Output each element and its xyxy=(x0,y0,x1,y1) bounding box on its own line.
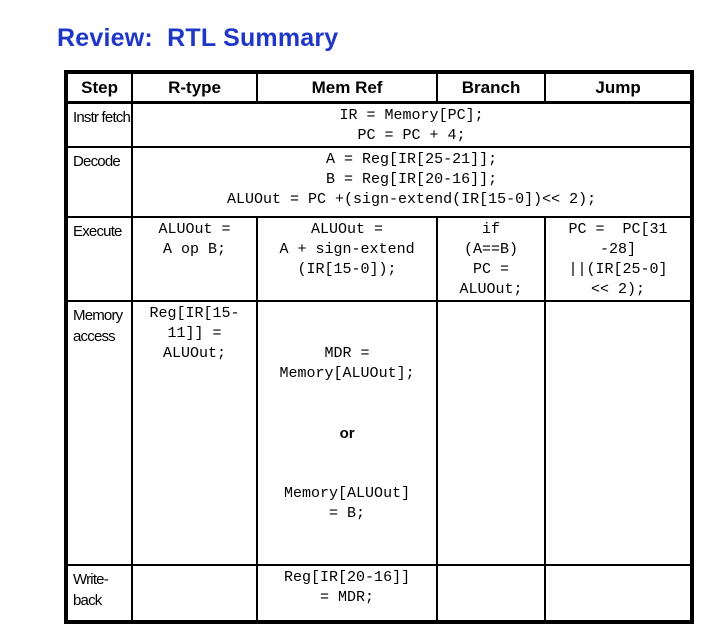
col-header-step: Step xyxy=(64,71,134,104)
col-header-branch: Branch xyxy=(436,71,547,104)
table-row-decode: Decode A = Reg[IR[25-21]]; B = Reg[IR[20… xyxy=(64,145,694,218)
cell-write-back-r-type xyxy=(131,563,259,623)
cell-execute-mem-ref: ALUOut = A + sign-extend (IR[15-0]); xyxy=(256,215,439,302)
cell-write-back-jump xyxy=(544,563,694,623)
step-label-execute: Execute xyxy=(64,215,134,302)
cell-execute-jump: PC = PC[31 -28] ||(IR[25-0] << 2); xyxy=(544,215,694,302)
mem-ref-load-code: MDR = Memory[ALUOut]; xyxy=(279,344,415,382)
cell-memory-access-branch xyxy=(436,299,547,566)
mem-ref-store-code: Memory[ALUOut] = B; xyxy=(284,484,411,522)
col-header-mem-ref: Mem Ref xyxy=(256,71,439,104)
cell-write-back-branch xyxy=(436,563,547,623)
step-label-write-back: Write- back xyxy=(64,563,134,623)
table-row-instr-fetch: Instr fetch IR = Memory[PC]; PC = PC + 4… xyxy=(64,101,694,148)
step-label-decode: Decode xyxy=(64,145,134,218)
table-row-write-back: Write- back Reg[IR[20-16]] = MDR; xyxy=(64,563,694,623)
cell-memory-access-r-type: Reg[IR[15- 11]] = ALUOut; xyxy=(131,299,259,566)
cell-instr-fetch-all-types: IR = Memory[PC]; PC = PC + 4; xyxy=(131,101,694,148)
header-row: Step R-type Mem Ref Branch Jump xyxy=(64,71,694,104)
cell-memory-access-mem-ref: MDR = Memory[ALUOut]; or Memory[ALUOut] … xyxy=(256,299,439,566)
cell-write-back-mem-ref: Reg[IR[20-16]] = MDR; xyxy=(256,563,439,623)
col-header-r-type: R-type xyxy=(131,71,259,104)
table-row-execute: Execute ALUOut = A op B; ALUOut = A + si… xyxy=(64,215,694,302)
slide-title: Review: RTL Summary xyxy=(57,24,339,52)
cell-execute-branch: if (A==B) PC = ALUOut; xyxy=(436,215,547,302)
step-label-instr-fetch: Instr fetch xyxy=(64,101,134,148)
col-header-jump: Jump xyxy=(544,71,694,104)
slide-canvas: Review: RTL Summary Step R-type Mem Ref … xyxy=(57,24,695,624)
mem-ref-or-label: or xyxy=(339,424,355,442)
step-label-memory-access: Memory access xyxy=(64,299,134,566)
cell-execute-r-type: ALUOut = A op B; xyxy=(131,215,259,302)
cell-memory-access-jump xyxy=(544,299,694,566)
rtl-summary-table: Step R-type Mem Ref Branch Jump Instr fe… xyxy=(64,70,695,624)
cell-decode-all-types: A = Reg[IR[25-21]]; B = Reg[IR[20-16]]; … xyxy=(131,145,694,218)
table-row-memory-access: Memory access Reg[IR[15- 11]] = ALUOut; … xyxy=(64,299,694,566)
